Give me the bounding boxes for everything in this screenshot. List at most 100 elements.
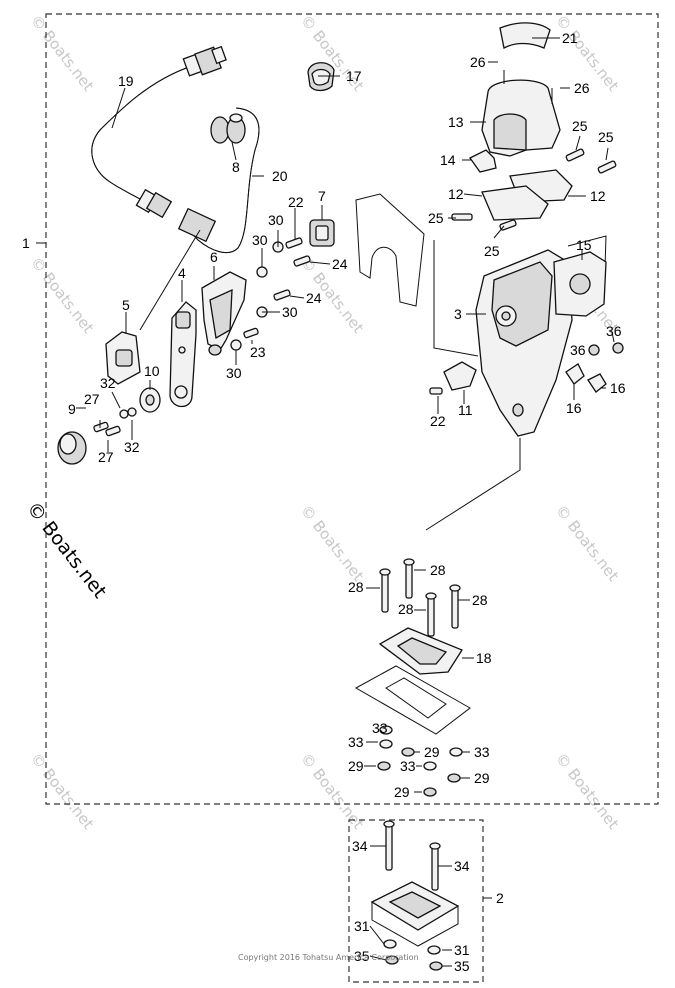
leader-lines [76,37,615,967]
part-label: 6 [210,249,218,265]
nuts-washers-29-33 [377,725,463,797]
part-label: 3 [454,306,462,322]
part-label: 29 [424,744,440,760]
part-label: 26 [574,80,590,96]
gasket-plate [354,665,471,735]
part-label: 29 [348,758,364,774]
screws-25 [451,148,617,231]
part-label: 34 [352,838,368,854]
assembly-boundary [45,13,659,805]
part-label: 30 [252,232,268,248]
part-label: 16 [610,380,626,396]
part-label: 20 [272,168,288,184]
part-label: 23 [250,344,266,360]
part-label: 2 [496,890,504,906]
watermark: © Boats.net [552,501,623,584]
cap-21 [499,22,551,49]
part-label: 4 [178,265,186,281]
part-label: 28 [472,592,488,608]
cable-20 [139,107,260,331]
part-label: 24 [306,290,322,306]
part-label: 35 [454,958,470,974]
part-label: 25 [428,210,444,226]
part-label: 34 [454,858,470,874]
part-label: 21 [562,30,578,46]
part-label: 31 [354,918,370,934]
part-label: 29 [474,770,490,786]
lever-bracket-6 [201,271,247,356]
part-label: 25 [572,118,588,134]
part-label: 29 [394,784,410,800]
handle-arm-4 [169,301,197,408]
part-label: 30 [268,212,284,228]
watermark-main: © Boats.net [22,498,111,603]
part-label: 5 [122,297,130,313]
part-label: 33 [372,720,388,736]
knob-9 [57,431,87,465]
part-label: 28 [348,579,364,595]
part-label: 32 [124,439,140,455]
part-label: 7 [318,188,326,204]
gasket [355,193,425,307]
part-label: 28 [430,562,446,578]
part-label: 22 [288,194,304,210]
part-label: 10 [144,363,160,379]
wiring-harness-19 [91,45,227,219]
part-label: 16 [566,400,582,416]
watermark: © Boats.net [27,749,98,832]
switch-5 [105,331,141,385]
part-label: 18 [476,650,492,666]
part-label: 9 [68,401,76,417]
watermark: © Boats.net [27,253,98,336]
part-label: 33 [400,758,416,774]
part-label: 19 [118,73,134,89]
bezel-18 [378,627,463,675]
grommet-8 [210,113,246,144]
part-label: 22 [430,413,446,429]
clip-17 [307,62,335,92]
part-label: 35 [354,948,370,964]
part-label: 1 [22,235,30,251]
part-label: 24 [332,256,348,272]
part-label: 25 [484,243,500,259]
copyright: Copyright 2016 Tohatsu America Corporati… [238,953,419,962]
plate-10 [139,387,161,413]
part-label: 12 [448,186,464,202]
control-housing-3 [425,249,573,531]
part-label: 12 [590,188,606,204]
part-label: 17 [346,68,362,84]
watermark: © Boats.net [27,11,98,94]
part-label: 14 [440,152,456,168]
watermark: © Boats.net [297,501,368,584]
brackets-12 [481,169,573,221]
part-label: 13 [448,114,464,130]
part-label: 31 [454,942,470,958]
watermark: © Boats.net [552,749,623,832]
part-label: 11 [458,402,473,418]
fasteners-left [93,237,311,437]
part-label: 26 [470,54,486,70]
part-label: 36 [570,342,586,358]
part-label: 28 [398,601,414,617]
part-labels: 1 2 3 4 5 6 7 8 9 10 11 12 12 13 14 15 1… [22,30,626,974]
bolts-28 [379,558,461,637]
bushing-7 [309,219,335,247]
sub-assembly-boundary [348,819,484,983]
part-label: 27 [84,391,100,407]
bracket-11 [429,361,477,395]
part-label: 33 [348,734,364,750]
clip-14 [469,149,497,173]
part-label: 15 [576,237,592,253]
part-label: 27 [98,449,114,465]
part-label: 30 [282,304,298,320]
cover-13 [481,70,561,157]
part-label: 36 [606,323,622,339]
part-label: 32 [100,375,116,391]
part-label: 8 [232,159,240,175]
plate-15 [553,251,607,317]
part-label: 25 [598,129,614,145]
sub-assembly-2 [370,820,460,971]
part-label: 33 [474,744,490,760]
part-label: 30 [226,365,242,381]
